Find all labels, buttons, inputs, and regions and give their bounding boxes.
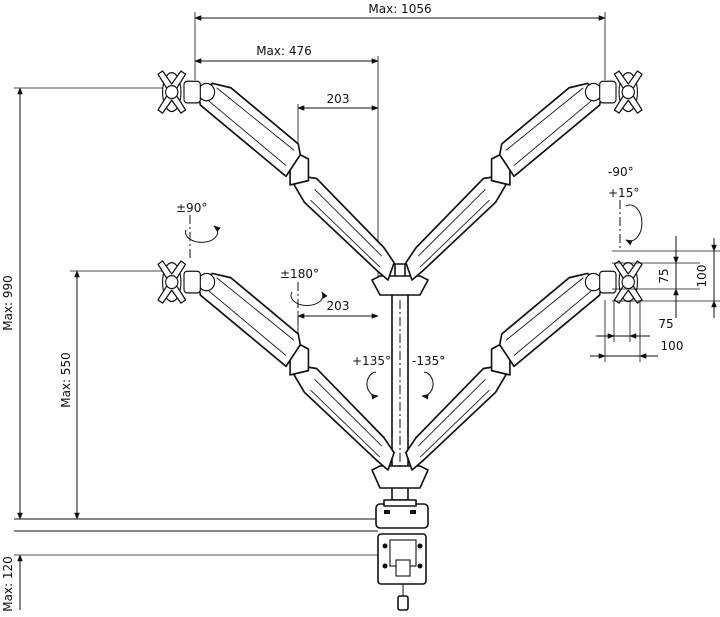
clamp-height-label: Max: 120: [1, 556, 15, 612]
upper-right-arm: [405, 70, 643, 281]
vesa-100-horizontal: 100: [661, 339, 684, 353]
vesa-100-vertical: 100: [695, 265, 709, 288]
total-height-label: Max: 990: [1, 275, 15, 331]
pan-right-label: -135°: [412, 354, 445, 368]
total-width-label: Max: 1056: [368, 2, 431, 16]
desk-clamp: [375, 499, 429, 611]
pan-left-label: +135°: [352, 354, 391, 368]
tilt-down-label: -90°: [608, 165, 634, 179]
arm-reach-label: Max: 476: [256, 44, 312, 58]
lower-offset-label: 203: [327, 299, 350, 313]
vesa-75-vertical: 75: [657, 268, 671, 283]
upper-offset-label: 203: [327, 92, 350, 106]
rotate-label: ±180°: [280, 267, 319, 281]
upper-left-arm: [157, 70, 395, 281]
tilt-up-label: +15°: [608, 186, 639, 200]
lower-height-label: Max: 550: [59, 352, 73, 408]
vesa-75-horizontal: 75: [658, 317, 673, 331]
swivel-label: ±90°: [176, 201, 207, 215]
